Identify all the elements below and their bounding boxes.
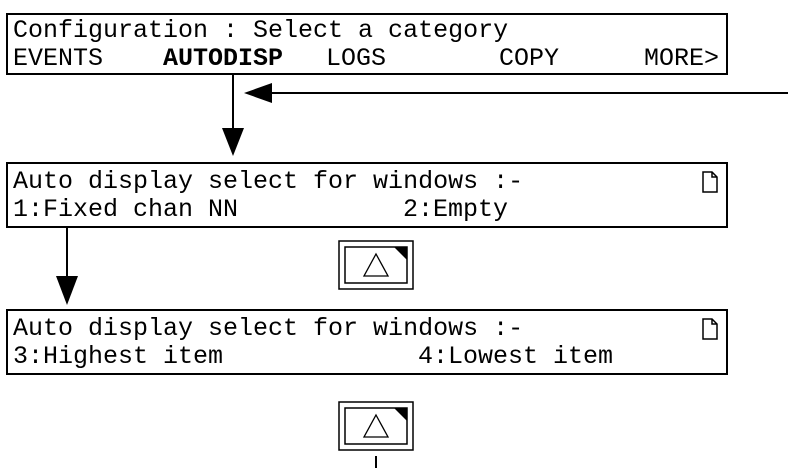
up-triangle-page-key-icon[interactable] — [338, 401, 414, 451]
menu-item-copy[interactable]: COPY — [499, 44, 560, 73]
configuration-title: Configuration : Select a category — [13, 16, 509, 45]
autodisplay-panel-1: Auto display select for windows :- 1:Fix… — [6, 162, 728, 228]
menu-item-events[interactable]: EVENTS — [13, 44, 104, 73]
options-row: 1:Fixed chan NN 2:Empty — [8, 197, 728, 225]
up-triangle-page-key-icon[interactable] — [338, 240, 414, 290]
page-icon — [702, 318, 718, 340]
options-row: 3:Highest item 4:Lowest item — [8, 344, 728, 372]
down-arrow-2-head — [56, 276, 78, 305]
menu-item-logs[interactable]: LOGS — [326, 44, 387, 73]
option-empty[interactable]: 2:Empty — [403, 195, 509, 224]
page-icon — [702, 171, 718, 193]
option-highest-item[interactable]: 3:Highest item — [13, 342, 224, 371]
configuration-panel: Configuration : Select a category EVENTS… — [6, 13, 728, 75]
option-fixed-chan[interactable]: 1:Fixed chan NN — [13, 195, 239, 224]
autodisplay-title: Auto display select for windows :- — [13, 314, 524, 343]
menu-item-autodisp[interactable]: AUTODISP — [163, 44, 284, 73]
down-arrow-1-head — [222, 128, 244, 156]
option-lowest-item[interactable]: 4:Lowest item — [418, 342, 614, 371]
autodisplay-title: Auto display select for windows :- — [13, 167, 524, 196]
return-arrow-head — [244, 83, 272, 103]
autodisplay-panel-2: Auto display select for windows :- 3:Hig… — [6, 309, 728, 375]
menu-item-more[interactable]: MORE> — [644, 44, 720, 73]
category-menu: EVENTS AUTODISP LOGS COPY MORE> — [8, 46, 728, 74]
